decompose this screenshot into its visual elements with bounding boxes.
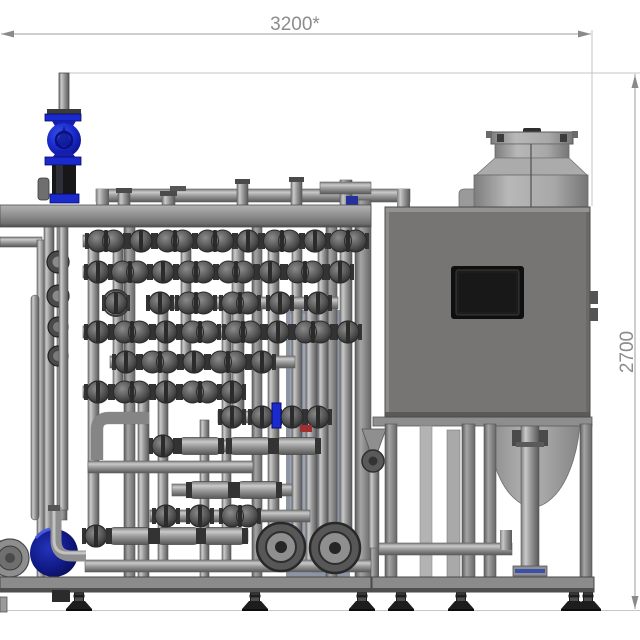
svg-text:3200*: 3200* (270, 14, 320, 35)
svg-text:2700: 2700 (617, 331, 638, 373)
